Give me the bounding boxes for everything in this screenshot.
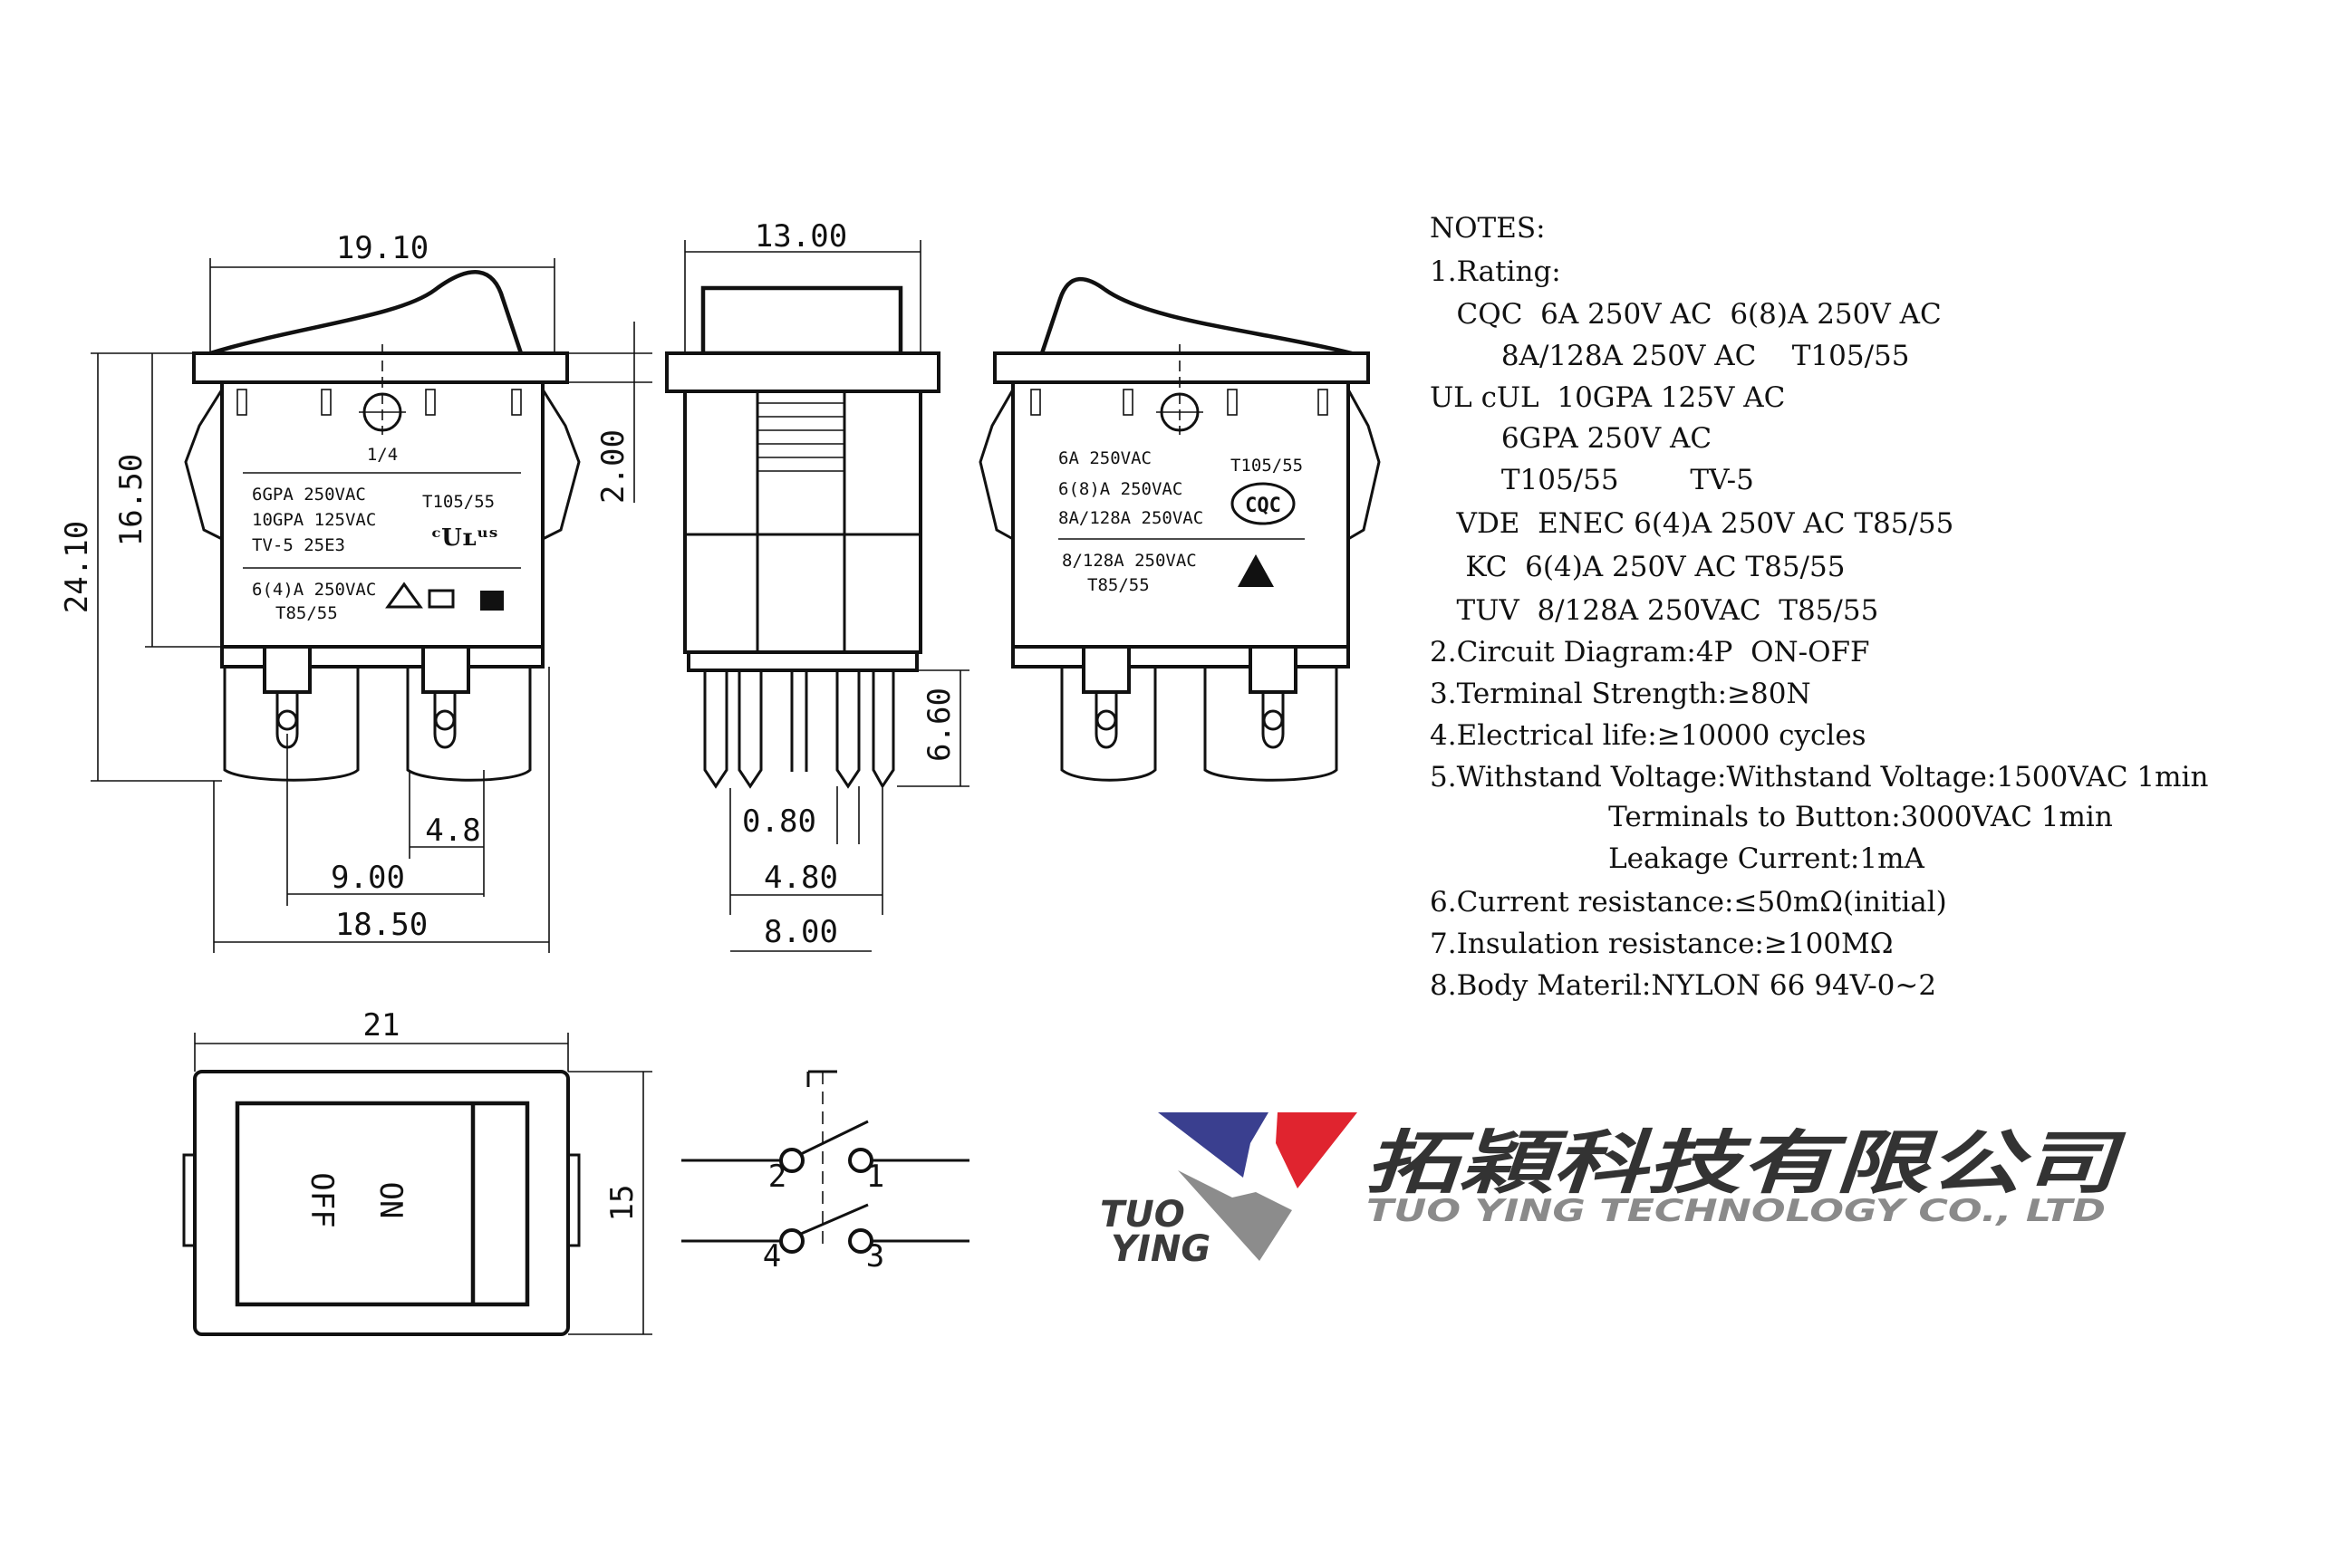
back-view: 6A 250VAC 6(8)A 250VAC 8A/128A 250VAC T1… [979, 276, 1381, 782]
note-line: 3.Terminal Strength:≥80N [1430, 678, 1811, 710]
note-line: CQC 6A 250V AC 6(8)A 250V AC [1430, 298, 1942, 331]
note-line: 6GPA 250V AC [1430, 422, 1712, 455]
top-ticks [236, 389, 522, 416]
tuv-logo-icon [480, 591, 504, 611]
note-line: 7.Insulation resistance:≥100MΩ [1430, 928, 1893, 960]
notes-block: NOTES: 1.Rating: CQC 6A 250V AC 6(8)A 25… [1430, 212, 2208, 1002]
terminal-3-label: 3 [866, 1238, 884, 1275]
dim-front-terminal-span: 9.00 [331, 860, 405, 896]
note-line: Leakage Current:1mA [1430, 842, 1924, 875]
logo-red-shard [1276, 1112, 1357, 1188]
pin-label: 1/4 [367, 445, 398, 465]
label-on: ON [372, 1182, 409, 1219]
logo-blue-shard [1158, 1112, 1268, 1178]
terminal-2-label: 2 [768, 1159, 786, 1195]
vde-marking-2: T85/55 [275, 603, 338, 623]
note-line: 1.Rating: [1430, 255, 1561, 288]
company-name-cn: 拓穎科技有限公司 [1365, 1122, 2127, 1203]
note-line: UL cUL 10GPA 125V AC [1430, 381, 1785, 414]
note-line: KC 6(4)A 250V AC T85/55 [1430, 551, 1845, 583]
side-pins [703, 670, 895, 789]
terminal-4 [779, 1228, 805, 1254]
marking-temp: T105/55 [422, 492, 495, 512]
back-marking-1: 6A 250VAC [1058, 448, 1152, 468]
back-marking-3: 8A/128A 250VAC [1058, 508, 1203, 528]
front-terminals [223, 645, 532, 782]
note-line: 8.Body Materil:NYLON 66 94V-0~2 [1430, 969, 1936, 1002]
side-view: 13.00 6.60 0.80 4.80 8.00 [665, 218, 969, 952]
logo-mark-text-1: TUO [1100, 1194, 1185, 1236]
dim-top-height: 15 [604, 1185, 641, 1222]
marking-line-1: 6GPA 250VAC [252, 485, 366, 505]
marking-line-2: 10GPA 125VAC [252, 510, 376, 530]
label-off: OFF [304, 1172, 340, 1227]
ccc-triangle-icon [1238, 554, 1274, 587]
note-line: 6.Current resistance:≤50mΩ(initial) [1430, 886, 1947, 919]
company-logo: TUO YING 拓穎科技有限公司 TUO YING TECHNOLOGY CO… [1100, 1112, 2127, 1270]
vde-logo-icon [385, 582, 423, 609]
terminal-4-label: 4 [763, 1238, 781, 1275]
marking-line-3: TV-5 25E3 [252, 535, 345, 555]
dim-front-button: 2.00 [595, 429, 632, 504]
vde-marking-1: 6(4)A 250VAC [252, 580, 376, 600]
back-rocker-outline [1039, 276, 1353, 356]
ul-mark: ᶜUʟᵘˢ [431, 524, 498, 552]
terminal-1 [848, 1148, 873, 1173]
terminal-2 [779, 1148, 805, 1173]
note-line: 2.Circuit Diagram:4P ON-OFF [1430, 636, 1870, 669]
note-line: 5.Withstand Voltage:Withstand Voltage:15… [1430, 761, 2208, 794]
dim-side-base: 8.00 [764, 914, 838, 950]
logo-mark-text-2: YING [1111, 1228, 1210, 1270]
dim-front-top: 19.10 [336, 230, 429, 266]
logo-gray-shard [1178, 1170, 1292, 1261]
rocker-face [235, 1101, 530, 1307]
company-name-en: TUO YING TECHNOLOGY CO., LTD [1366, 1193, 2106, 1229]
notes-heading: NOTES: [1430, 212, 1546, 245]
top-view: ON OFF 21 15 [182, 1007, 652, 1336]
cqc-mark: CQC [1245, 495, 1281, 517]
note-line: VDE ENEC 6(4)A 250V AC T85/55 [1430, 507, 1953, 540]
back-marking-2: 6(8)A 250VAC [1058, 479, 1182, 499]
note-line: 4.Electrical life:≥10000 cycles [1430, 719, 1866, 752]
left-clip [184, 389, 224, 541]
terminal-1-label: 1 [866, 1159, 884, 1195]
dim-side-pin-gap: 0.80 [742, 803, 816, 840]
bezel [192, 351, 569, 384]
side-hatch [757, 402, 844, 472]
back-marking-temp: T105/55 [1230, 456, 1303, 476]
dim-side-pin-pitch: 4.80 [764, 860, 838, 896]
side-button [700, 285, 903, 356]
right-clip [541, 389, 581, 541]
dim-front-body-height: 16.50 [113, 454, 149, 546]
circuit-diagram: 2 1 4 3 [681, 1070, 969, 1275]
cqc-logo-icon [1230, 482, 1296, 525]
dim-front-base: 18.50 [335, 907, 428, 943]
rocker-outline [209, 270, 524, 356]
dim-front-terminal-pitch: 4.8 [425, 813, 480, 849]
back-marking-bottom-1: 8/128A 250VAC [1062, 551, 1197, 571]
dim-front-total-height: 24.10 [59, 521, 95, 613]
back-marking-bottom-2: T85/55 [1087, 575, 1150, 595]
note-line: Terminals to Button:3000VAC 1min [1430, 801, 2113, 833]
note-line: T105/55 TV-5 [1430, 464, 1754, 496]
dim-side-pin-length: 6.60 [921, 688, 958, 762]
note-line: 8A/128A 250V AC T105/55 [1430, 340, 1909, 372]
front-view: 1/4 6GPA 250VAC 10GPA 125VAC TV-5 25E3 T… [59, 230, 652, 953]
dim-side-top: 13.00 [755, 218, 847, 255]
dim-top-width: 21 [363, 1007, 400, 1044]
kc-logo-icon [428, 589, 455, 609]
note-line: TUV 8/128A 250VAC T85/55 [1430, 594, 1878, 627]
back-terminals [1060, 645, 1338, 782]
terminal-3 [848, 1228, 873, 1254]
